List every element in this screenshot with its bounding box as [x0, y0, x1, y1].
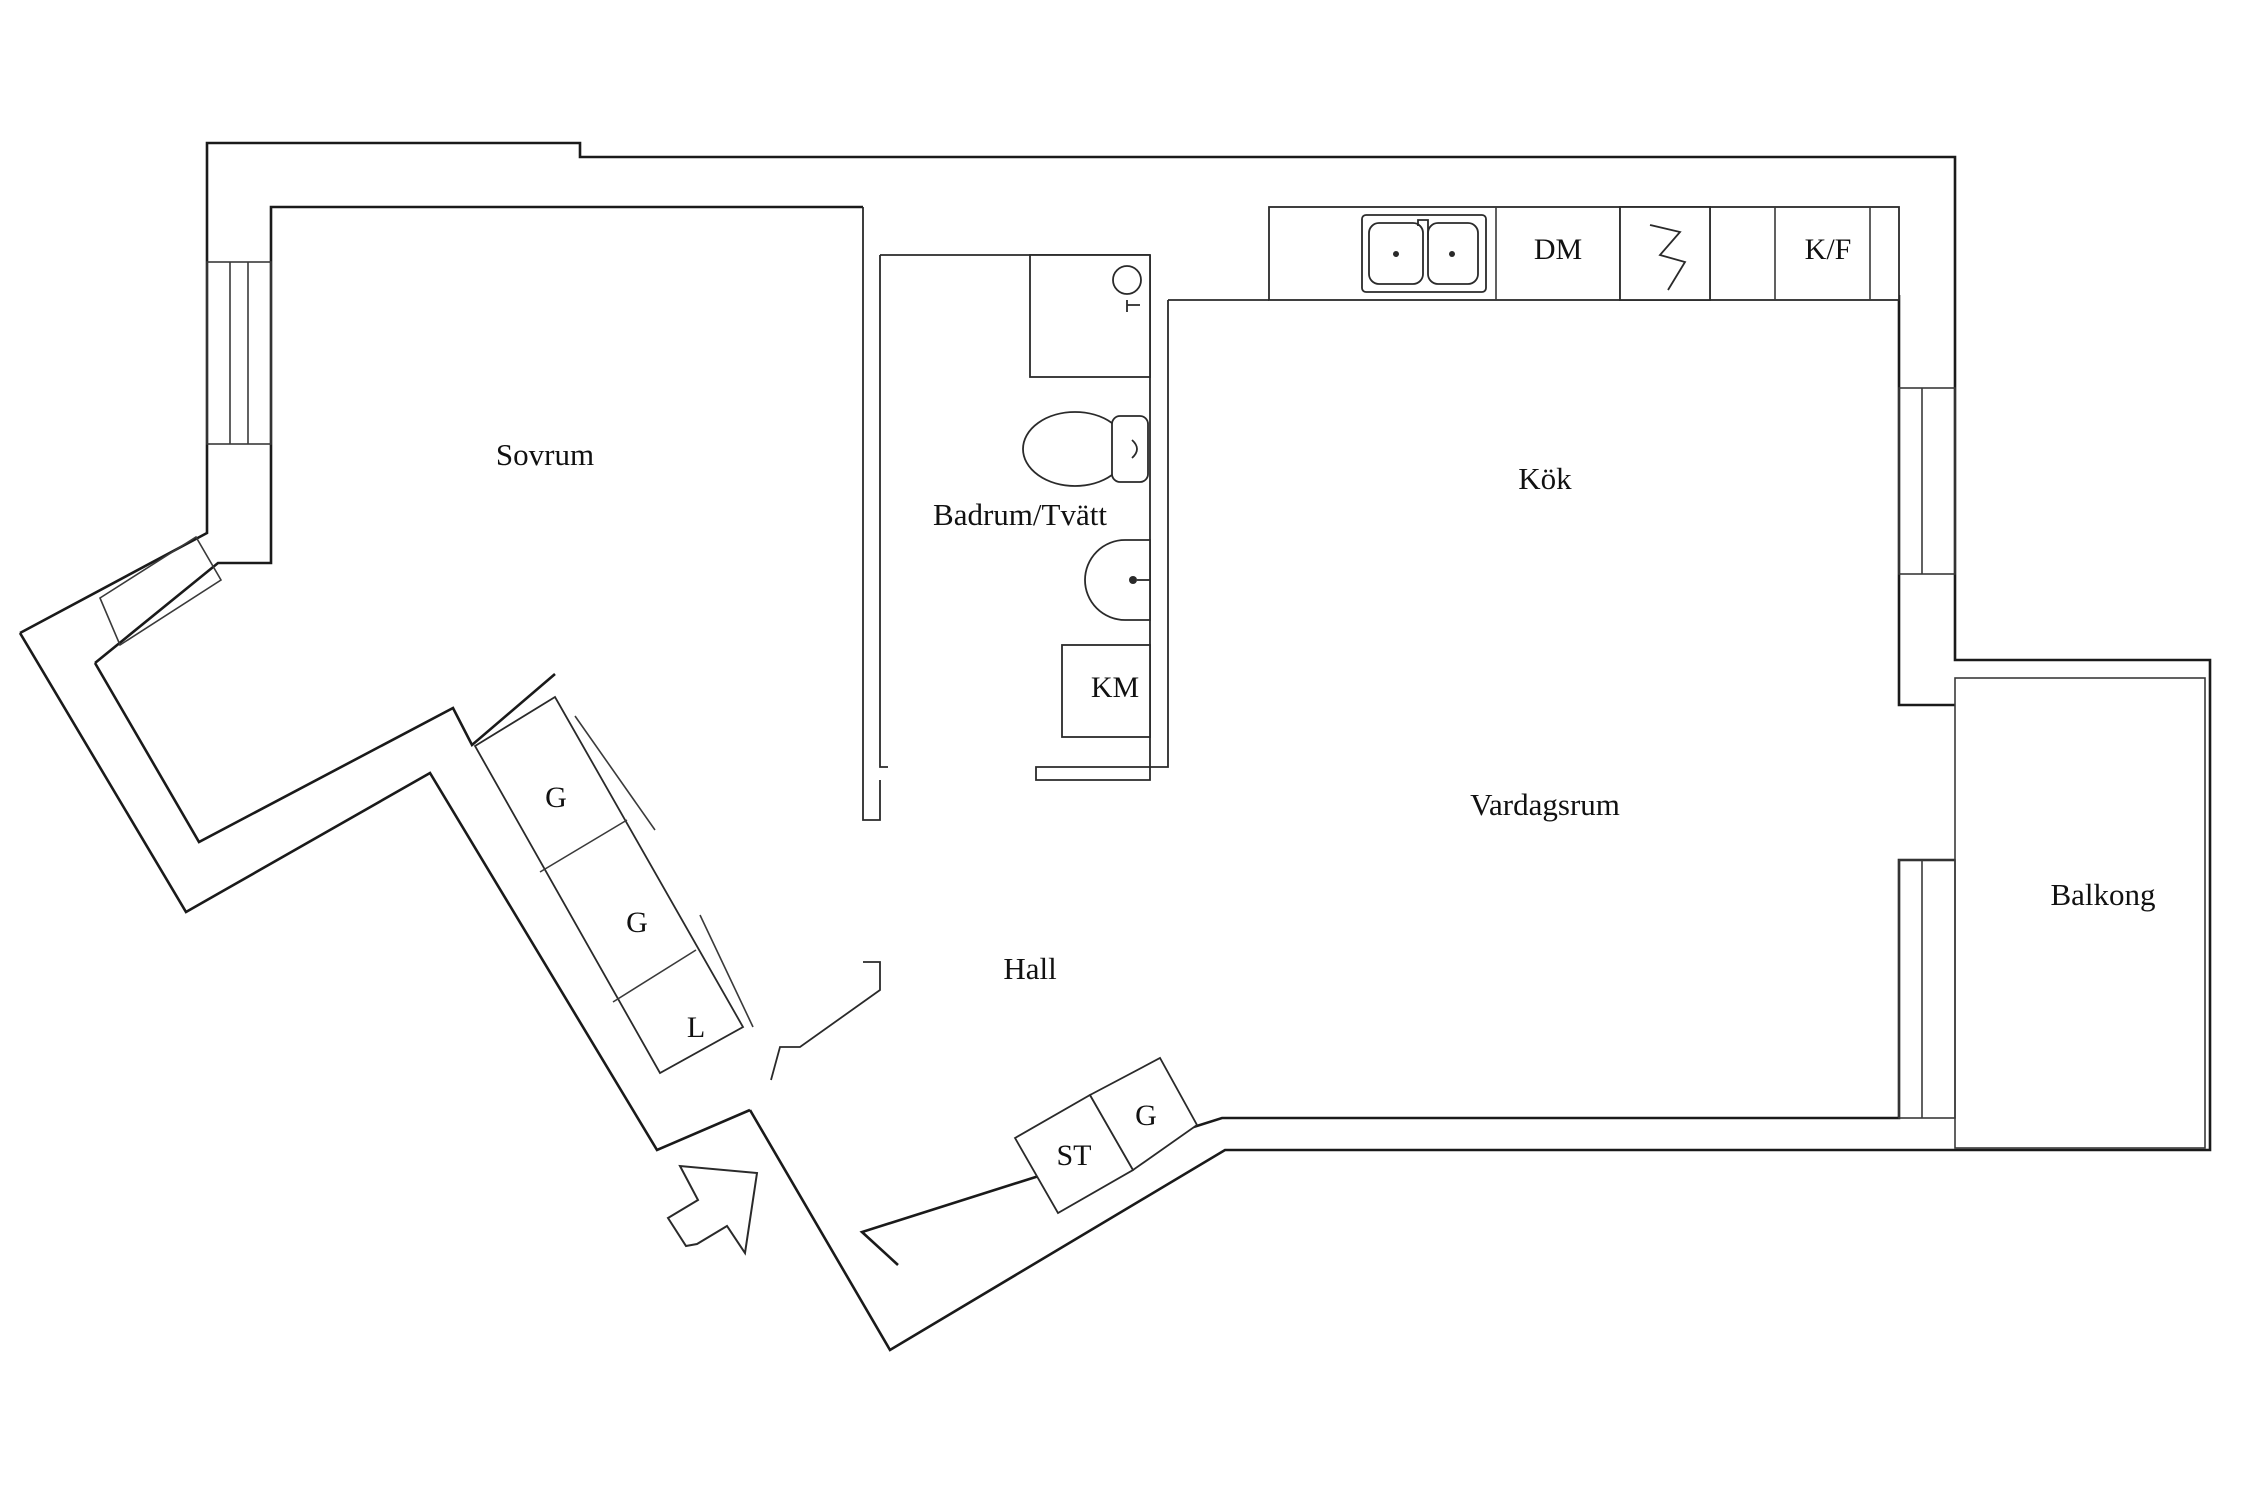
fridge-freezer-label: K/F	[1805, 233, 1852, 266]
room-label-vardagsrum: Vardagsrum	[1470, 787, 1620, 822]
room-label-sovrum: Sovrum	[496, 437, 594, 472]
toilet-icon	[1022, 411, 1149, 487]
exterior-wall-left-inner	[93, 662, 556, 844]
wash-basin-icon	[1084, 539, 1151, 621]
window-sovrum	[206, 261, 272, 445]
stove-icon	[1619, 206, 1711, 301]
exterior-wall-outer-main	[19, 141, 2212, 1352]
balcony-railing	[1954, 677, 2206, 1149]
wall-sovrum-badrum	[862, 207, 881, 821]
exterior-wall-left-outer	[18, 632, 751, 1152]
bathroom-fixtures: KM	[1022, 254, 1151, 738]
wardrobes: G G L	[473, 695, 754, 1075]
wall-badrum-left	[879, 255, 888, 768]
room-label-hall: Hall	[1003, 951, 1056, 986]
wardrobe-label-1: G	[545, 781, 567, 814]
hall-wardrobe-label: G	[1135, 1099, 1157, 1132]
balcony	[1954, 677, 2206, 1149]
kitchen-right-wall-inner	[1897, 295, 1955, 707]
washing-machine-label: KM	[1091, 671, 1139, 704]
room-label-kok: Kök	[1518, 461, 1572, 496]
windows	[98, 261, 1956, 1119]
wall-hall-stub	[770, 961, 881, 1081]
interior-walls	[770, 207, 1269, 1081]
linen-closet-label: L	[687, 1011, 705, 1044]
washing-machine-box	[1061, 644, 1151, 738]
kitchen-counter: DM K/F	[1268, 206, 1900, 301]
window-sovrum-diagonal	[98, 535, 223, 647]
hall-cabinets: ST G	[1013, 1056, 1199, 1215]
room-label-badrum: Badrum/Tvätt	[933, 497, 1107, 532]
wardrobe-divider	[612, 949, 697, 1003]
wardrobe-door	[574, 715, 656, 831]
storage-label: ST	[1056, 1139, 1091, 1172]
exterior-wall-inner-main	[94, 205, 863, 665]
double-sink-icon	[1361, 214, 1487, 293]
wardrobe-block	[473, 695, 745, 1075]
room-label-balkong: Balkong	[2050, 877, 2155, 912]
wardrobe-divider	[539, 819, 628, 873]
window-balcony-door	[1898, 859, 1956, 1119]
shower-icon	[1029, 254, 1151, 378]
dishwasher-label: DM	[1534, 233, 1582, 266]
entrance-arrow-icon	[666, 1164, 759, 1256]
hall-inner-wall	[859, 858, 1955, 1266]
wardrobe-label-2: G	[626, 906, 648, 939]
window-kok	[1898, 387, 1956, 575]
wardrobe-hall	[1088, 1056, 1199, 1172]
wardrobe-door	[699, 914, 754, 1028]
